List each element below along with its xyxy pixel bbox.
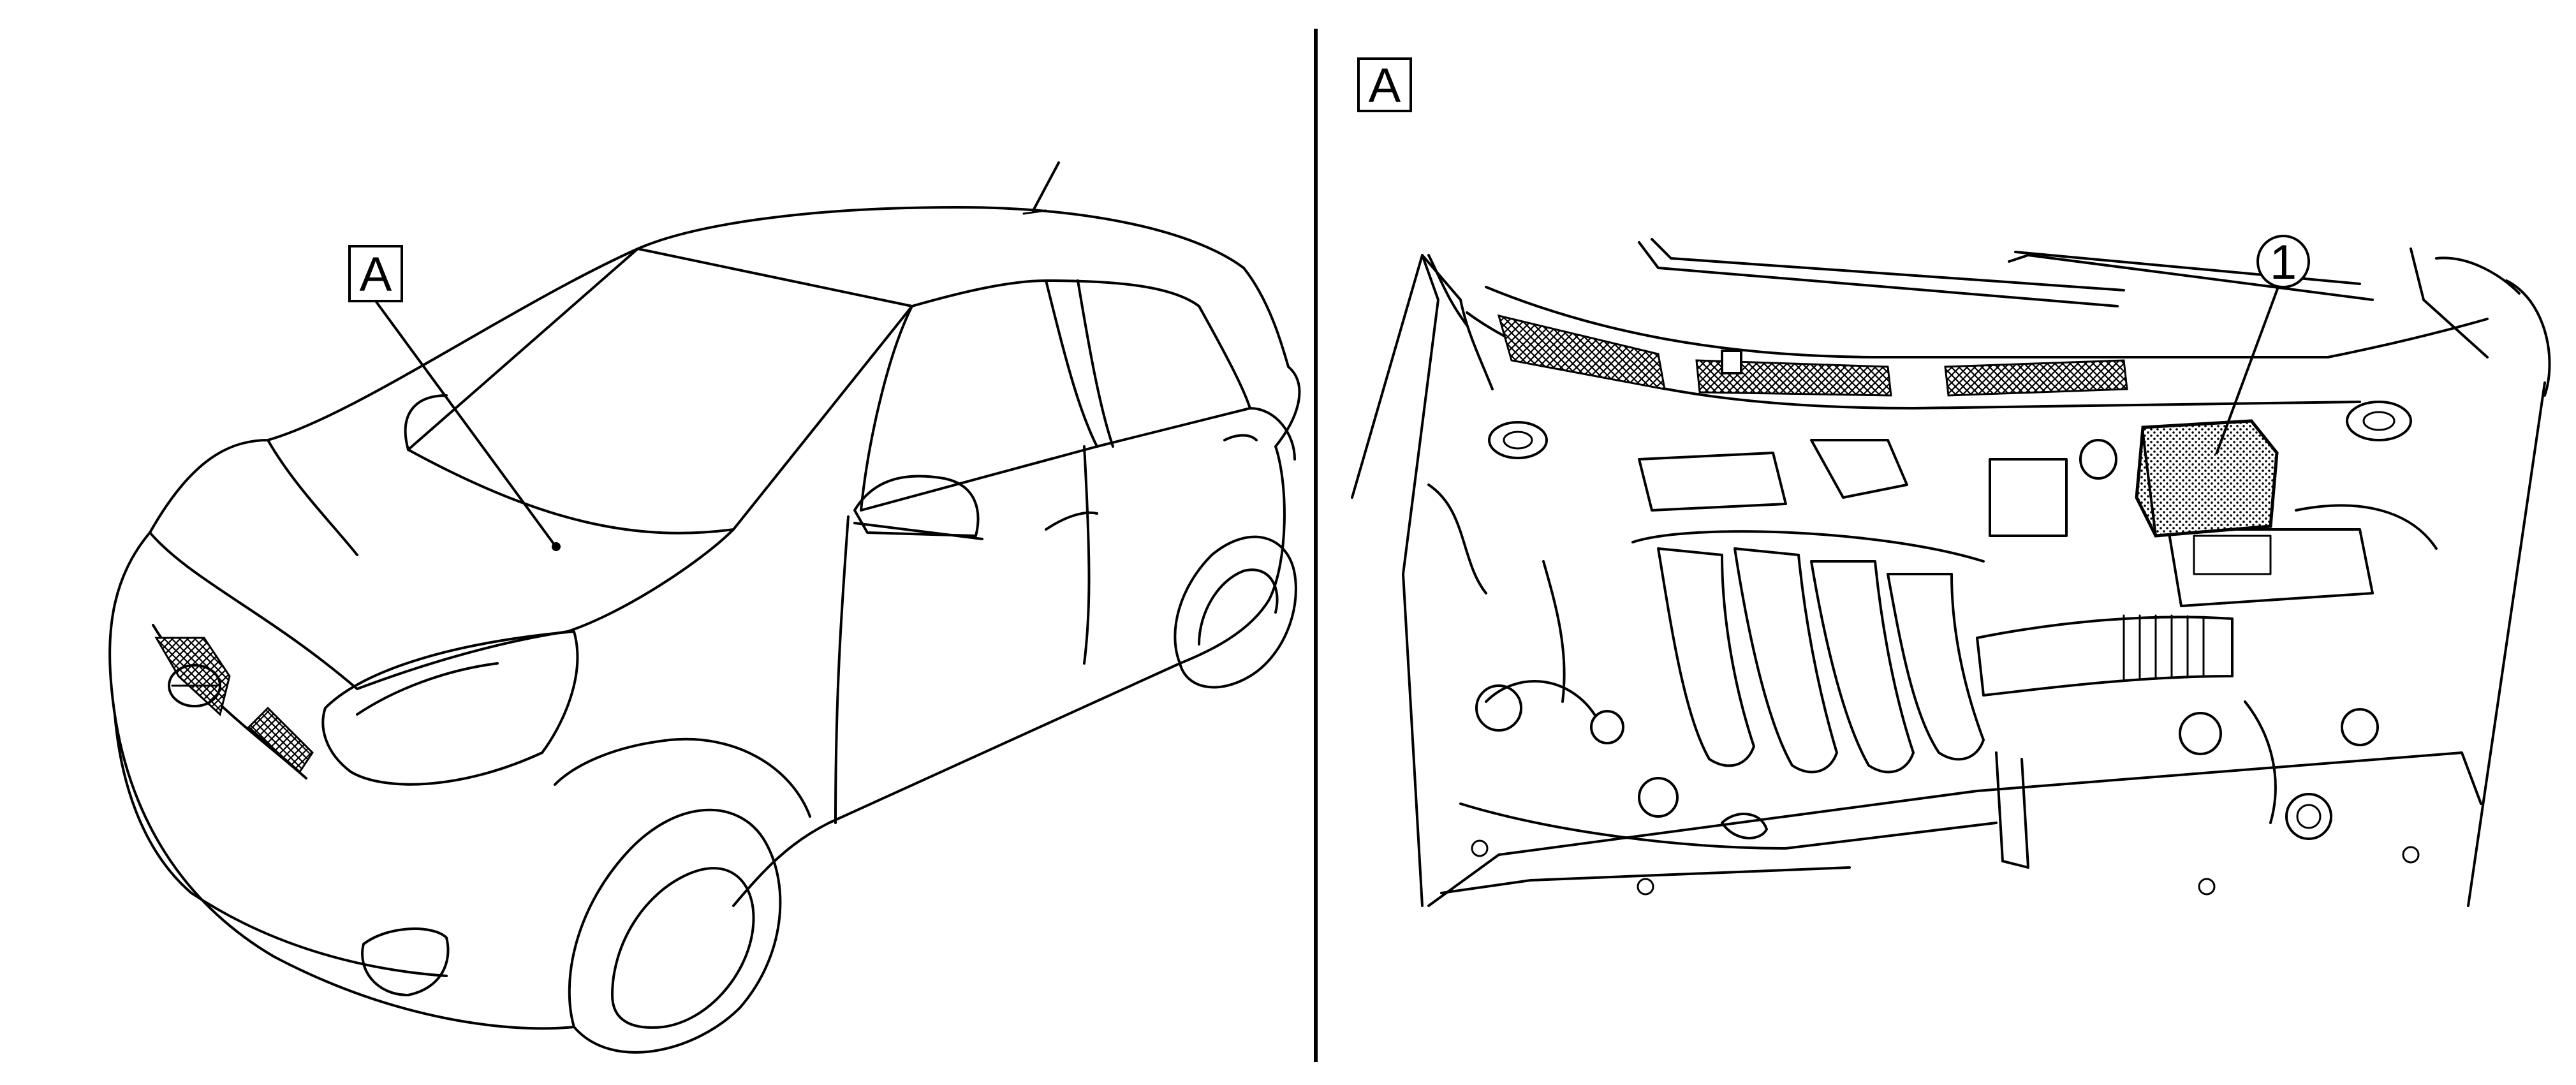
car-illustration: [108, 161, 1301, 1054]
callout-label: A: [360, 247, 392, 302]
callout-circle: [2256, 235, 2310, 288]
callout-a-left: A: [348, 245, 561, 551]
view-label-a: A: [1357, 57, 1412, 113]
leader-line: [374, 300, 556, 547]
intake-hose: [1976, 614, 2234, 697]
leader-dot: [552, 542, 561, 551]
intake-manifold: [1631, 530, 1985, 774]
engine-bay-illustration: [1351, 238, 2551, 907]
view-label-box: [1357, 57, 1412, 112]
callout-1: 1: [2215, 235, 2310, 455]
ecm-unit: [2135, 419, 2279, 538]
callout-number: 1: [2270, 235, 2297, 290]
callout-leader-line: [2215, 286, 2279, 455]
view-label: A: [1369, 59, 1401, 113]
